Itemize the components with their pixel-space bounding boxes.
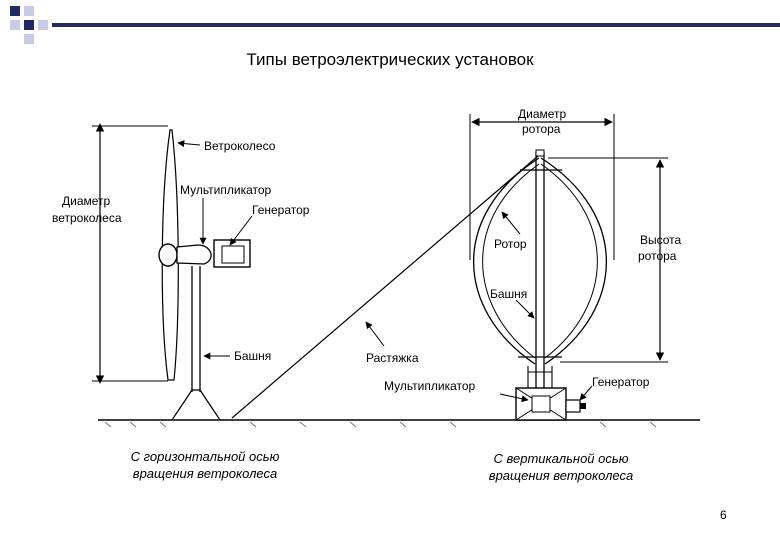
deco-square-3	[10, 20, 20, 30]
label-generator-left: Генератор	[252, 203, 310, 217]
horizontal-turbine	[92, 123, 539, 421]
label-wheel-diameter-1: Диаметр	[62, 194, 111, 208]
header-decoration	[10, 6, 780, 44]
caption-vertical-line2: вращения ветроколеса	[488, 468, 634, 483]
deco-square-5	[38, 20, 48, 30]
label-rotor-height-2: ротора	[638, 249, 677, 263]
tower-base-left	[171, 389, 221, 421]
label-tower-right: Башня	[490, 287, 527, 301]
caption-vertical: С вертикальной осью вращения ветроколеса	[456, 450, 666, 484]
caption-vertical-line1: С вертикальной осью	[493, 451, 629, 466]
vertical-turbine	[469, 114, 668, 421]
deco-bar	[52, 23, 780, 27]
deco-square-4	[24, 20, 34, 30]
page-number: 6	[720, 508, 727, 522]
slide-title: Типы ветроэлектрических установок	[246, 50, 534, 69]
label-rotor-height-1: Высота	[640, 233, 682, 247]
label-rotor: Ротор	[494, 237, 527, 251]
label-guy-wire: Растяжка	[366, 351, 419, 365]
guy-wire	[231, 155, 539, 419]
generator-right	[565, 399, 581, 413]
deco-square-1	[10, 6, 20, 16]
caption-horizontal-line1: С горизонтальной осью	[130, 449, 280, 464]
caption-horizontal: С горизонтальной осью вращения ветроколе…	[100, 448, 310, 482]
label-multiplier-right: Мультипликатор	[384, 379, 476, 393]
deco-square-2	[24, 6, 34, 16]
label-rotor-diameter-2: ротора	[522, 122, 561, 136]
label-rotor-wheel: Ветроколесо	[204, 139, 276, 153]
rotor-blade-right	[540, 157, 608, 365]
nacelle	[176, 244, 212, 265]
label-rotor-diameter-1: Диаметр	[518, 107, 567, 121]
hub	[158, 243, 178, 267]
caption-horizontal-line2: вращения ветроколеса	[132, 466, 278, 481]
label-generator-right: Генератор	[592, 375, 650, 389]
label-multiplier-left: Мультипликатор	[180, 183, 272, 197]
rotor-blade-left	[472, 157, 540, 365]
deco-square-6	[24, 34, 34, 44]
label-wheel-diameter-2: ветроколеса	[52, 211, 122, 225]
ground	[98, 419, 700, 428]
label-tower-left: Башня	[234, 349, 271, 363]
